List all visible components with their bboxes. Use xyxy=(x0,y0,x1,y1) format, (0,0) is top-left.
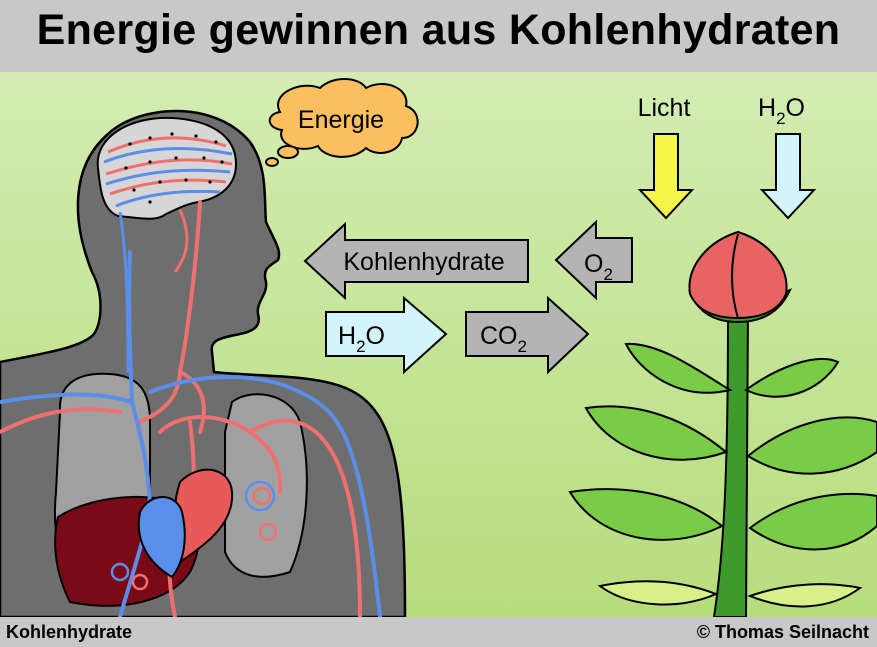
brain-dots xyxy=(124,132,224,204)
title-bar: Energie gewinnen aus Kohlenhydraten xyxy=(0,0,877,72)
water-label: H2O xyxy=(758,94,805,128)
plant-stem xyxy=(712,311,750,617)
bud-petal-line xyxy=(731,233,739,319)
co2-arrow-shape xyxy=(465,295,590,375)
leaf-bottom-right xyxy=(747,583,863,608)
o2-arrow-shape xyxy=(554,219,633,301)
right-lung xyxy=(224,393,308,578)
co2-label: CO2 xyxy=(480,322,527,356)
h2o-arrow: H2O xyxy=(325,295,448,375)
plant-leaves xyxy=(568,342,877,608)
cloud-bubble-small xyxy=(265,157,279,167)
footer-bar: Kohlenhydrate © Thomas Seilnacht xyxy=(0,617,877,647)
water-input: H2O xyxy=(758,94,817,220)
lung-capillaries xyxy=(110,480,278,591)
footer-topic: Kohlenhydrate xyxy=(6,622,133,642)
leaf-upper-left xyxy=(624,342,733,394)
h2o-arrow-shape xyxy=(325,295,448,375)
leaf-middle-right xyxy=(746,416,877,475)
carbs-label: Kohlenhydrate xyxy=(343,248,504,276)
plant xyxy=(568,230,877,617)
carbs-arrow-shape xyxy=(303,221,529,301)
water-arrow xyxy=(759,133,817,220)
heart-right-side xyxy=(137,496,186,579)
light-input: Licht xyxy=(637,94,695,220)
illustration: Energie Kohlenhydrate O2 H2O CO2 Licht xyxy=(0,72,877,617)
leaf-middle-left xyxy=(584,405,728,461)
brain-veins xyxy=(103,147,233,373)
light-arrow xyxy=(637,133,695,220)
leaf-lower-right xyxy=(748,492,877,551)
o2-label: O2 xyxy=(584,250,613,284)
energy-label: Energie xyxy=(298,106,384,134)
cloud-shape xyxy=(268,78,419,158)
carbs-arrow: Kohlenhydrate xyxy=(303,221,529,301)
thought-cloud: Energie xyxy=(265,78,419,167)
leaf-bottom-left xyxy=(597,580,719,606)
human-figure xyxy=(0,109,407,617)
h2o-label: H2O xyxy=(338,322,385,356)
footer-copyright: © Thomas Seilnacht xyxy=(696,622,869,642)
co2-arrow: CO2 xyxy=(465,295,590,375)
leaf-lower-left xyxy=(568,488,724,541)
veins xyxy=(0,250,382,617)
leaf-upper-right xyxy=(744,358,840,398)
brain-arteries xyxy=(105,136,233,273)
cloud-bubble-large xyxy=(277,145,299,159)
light-label: Licht xyxy=(638,94,691,122)
page-title: Energie gewinnen aus Kohlenhydraten xyxy=(36,6,841,54)
o2-arrow: O2 xyxy=(554,219,633,301)
